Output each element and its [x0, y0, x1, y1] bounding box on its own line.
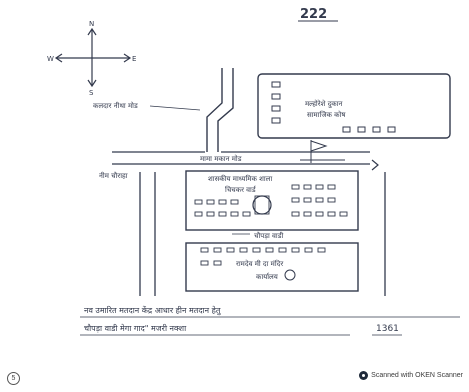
compass-east: E	[132, 55, 136, 63]
north-lane	[206, 68, 234, 152]
school-houses	[194, 184, 348, 217]
booth-marker-box	[254, 195, 270, 215]
main-road-label: मामा मकान मोड	[200, 154, 242, 163]
temple-flag	[300, 140, 345, 163]
compass-rose	[54, 27, 132, 88]
temple-marker	[284, 269, 296, 281]
corner-page-number: 5	[7, 372, 20, 385]
main-road	[112, 151, 379, 171]
road-turn-arrow	[149, 105, 201, 111]
year-number: 1361	[376, 324, 399, 334]
field-label: नीम चौराहा	[99, 171, 128, 180]
note-line-1: नव उमारित मतदान केंद्र आधार हीन मतदान हे…	[84, 305, 221, 316]
temple-label-1: रामदेव मी दा मंदिर	[236, 259, 283, 268]
shop-label: मल्होरेशे दुकान	[305, 99, 342, 109]
compass-west: W	[47, 55, 54, 63]
school-label-1: शासकीय माध्यमिक शाला	[208, 174, 272, 183]
road-turn-label: कलदार नीथा मोड	[93, 101, 138, 110]
temple-label-2: कार्यालय	[256, 272, 279, 281]
corner-number-text: 5	[11, 375, 16, 382]
temple-block	[185, 242, 359, 292]
scanner-text: Scanned with OKEN Scanner	[371, 372, 463, 379]
compass-south: S	[89, 89, 94, 97]
scanner-watermark: Scanned with OKEN Scanner	[359, 371, 463, 380]
school-label-2: चिचकर वार्ड	[225, 185, 257, 194]
govt-office-label: सामाजिक कोष	[307, 110, 346, 119]
chowk-label: चौपड़ा वाडी	[254, 231, 283, 240]
shop-block	[257, 73, 451, 139]
temple-houses	[200, 247, 326, 266]
note-line-2: चौपड़ा वाडी मेगा गाद" मजरी नक्शा	[84, 323, 187, 333]
booth-marker-circle	[252, 195, 272, 215]
compass-north: N	[89, 20, 94, 28]
shop-houses	[271, 81, 396, 133]
scanner-logo-icon	[359, 371, 369, 380]
page-number: 222	[300, 7, 327, 22]
west-road	[139, 172, 156, 296]
school-block	[185, 170, 359, 231]
